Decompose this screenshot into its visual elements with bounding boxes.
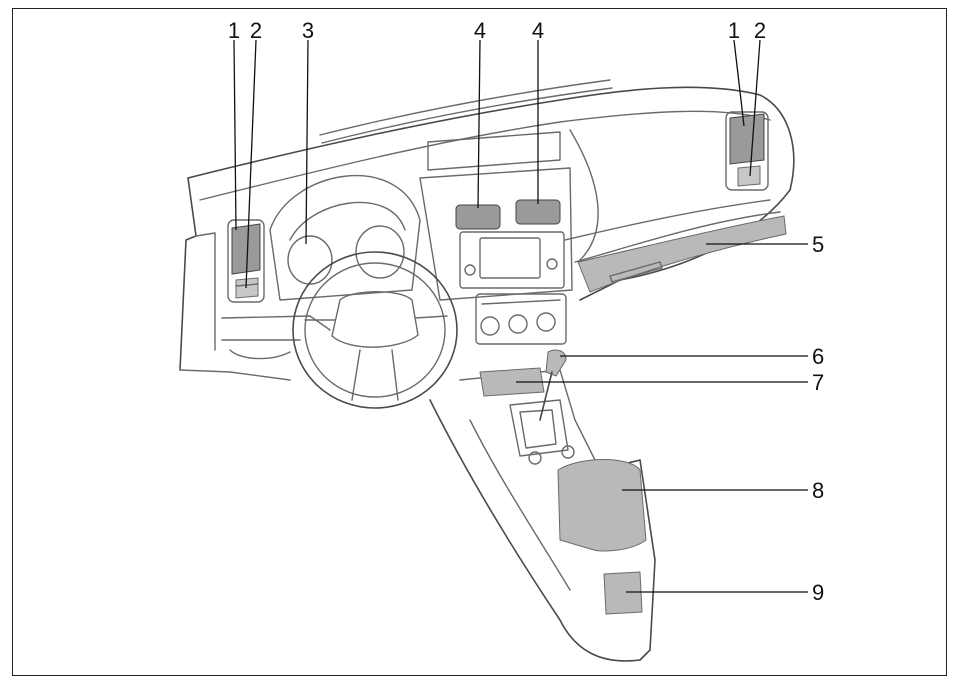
glove-box [577, 215, 787, 293]
center-vents [419, 131, 573, 345]
callout-1-right: 1 [728, 18, 740, 43]
rear-storage-pocket [603, 571, 643, 615]
callout-4-right: 4 [532, 18, 544, 43]
callout-4-left: 4 [474, 18, 486, 43]
callout-8: 8 [812, 478, 824, 503]
left-side-vent [227, 219, 265, 303]
storage-tray [479, 367, 545, 397]
dashboard [179, 79, 795, 381]
instrument-cluster [269, 174, 421, 301]
callout-3: 3 [302, 18, 314, 43]
callout-2-left: 2 [250, 18, 262, 43]
leader-lines [233, 39, 808, 593]
right-side-vent [725, 111, 769, 191]
callout-9: 9 [812, 580, 824, 605]
callout-7: 7 [812, 370, 824, 395]
callout-6: 6 [812, 344, 824, 369]
steering-wheel [292, 251, 458, 409]
callout-5: 5 [812, 232, 824, 257]
console-armrest [557, 459, 647, 552]
callout-2-right: 2 [754, 18, 766, 43]
callout-1-left: 1 [228, 18, 240, 43]
